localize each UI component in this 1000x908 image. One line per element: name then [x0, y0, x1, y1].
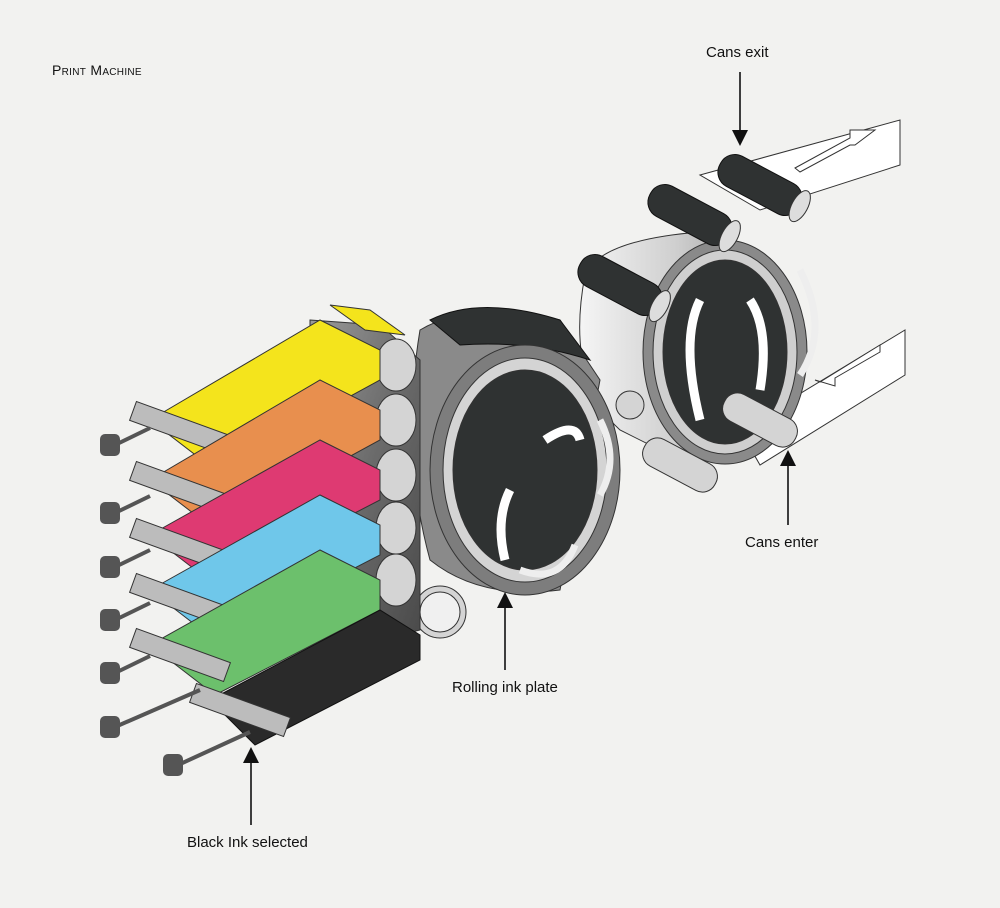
cans-enter-label: Cans enter [745, 534, 819, 551]
ink-station-yellow [128, 319, 381, 471]
plunger-rods [100, 426, 251, 776]
callout-arrows [243, 72, 796, 825]
cans-exit-label: Cans exit [706, 44, 769, 61]
cans-exit-rollers [577, 154, 811, 323]
rolling-ink-plate-label: Rolling ink plate [452, 679, 558, 696]
cans-enter-rollers [615, 390, 798, 493]
transfer-roller [413, 585, 467, 639]
diagram-title: Print Machine [52, 62, 142, 78]
ink-station-black [188, 609, 421, 746]
rolling-ink-plate [411, 307, 621, 596]
ink-station-magenta [128, 439, 381, 586]
black-ink-selected-label: Black Ink selected [187, 834, 308, 851]
